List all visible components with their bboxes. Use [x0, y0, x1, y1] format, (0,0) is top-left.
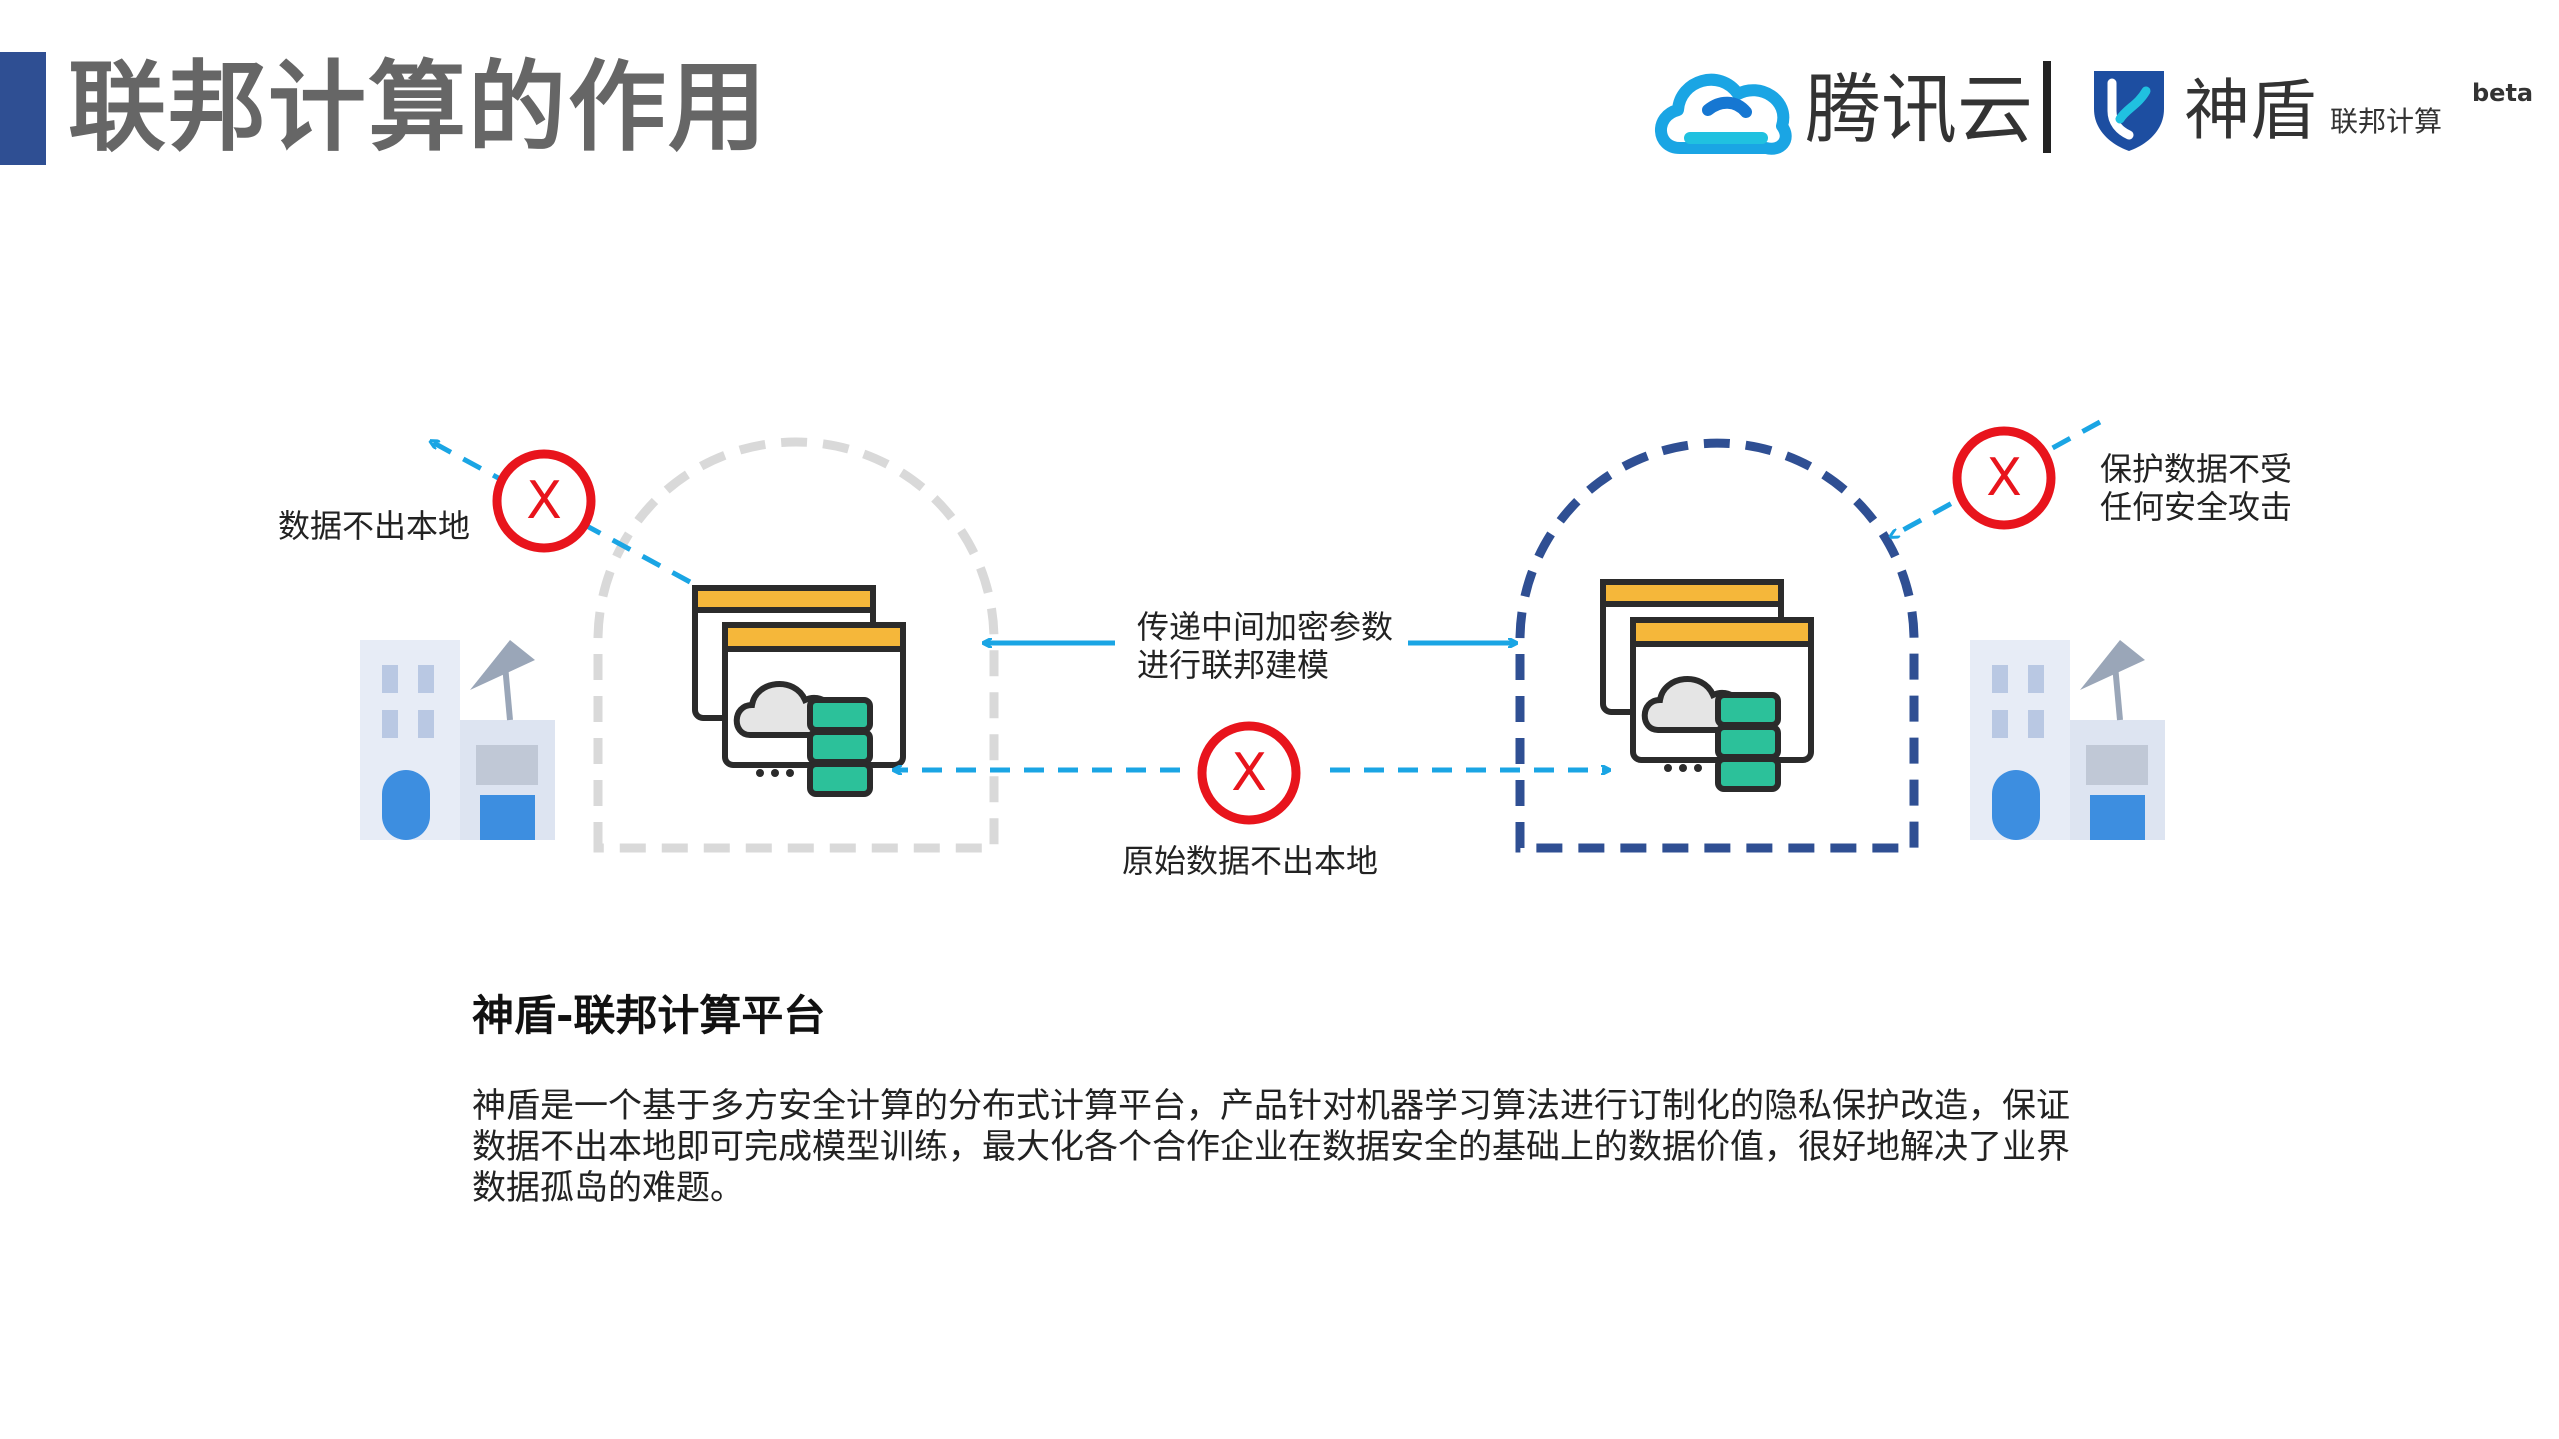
- label-data-stays-local: 数据不出本地: [278, 507, 471, 545]
- platform-description: 神盾是一个基于多方安全计算的分布式计算平台，产品针对机器学习算法进行订制化的隐私…: [472, 1086, 2070, 1208]
- brand-logo: 腾讯云 神盾 联邦计算 beta: [1650, 55, 2534, 165]
- logo-separator: [2043, 61, 2051, 153]
- left-building-icon: [360, 640, 555, 840]
- svg-text:X: X: [1986, 448, 2022, 508]
- label-protect-data: 保护数据不受 任何安全攻击: [2100, 450, 2292, 526]
- label-encrypted-params-line1: 传递中间加密参数: [1137, 608, 1394, 646]
- x-mark-left: X: [492, 449, 596, 553]
- federated-computing-text: 联邦计算: [2330, 105, 2443, 138]
- label-encrypted-params-line2: 进行联邦建模: [1137, 646, 1330, 684]
- right-data-server-icon: [1600, 579, 1814, 792]
- tencent-cloud-text: 腾讯云: [1805, 65, 2033, 154]
- beta-badge: beta: [2472, 79, 2534, 107]
- x-mark-middle: X: [1197, 721, 1301, 825]
- svg-text:X: X: [526, 471, 562, 531]
- x-mark-right: X: [1952, 426, 2056, 530]
- left-secure-tunnel: [593, 437, 999, 853]
- title-accent-bar: [0, 52, 46, 165]
- label-encrypted-params: 传递中间加密参数 进行联邦建模: [1137, 608, 1393, 684]
- right-secure-tunnel: [1515, 438, 1919, 853]
- shendun-text: 神盾: [2184, 72, 2316, 149]
- svg-text:X: X: [1231, 743, 1267, 803]
- shield-icon: [2094, 71, 2164, 151]
- label-protect-data-line2: 任何安全攻击: [2100, 488, 2293, 526]
- label-raw-data-local: 原始数据不出本地: [1122, 842, 1379, 880]
- page-title: 联邦计算的作用: [68, 51, 769, 165]
- label-protect-data-line1: 保护数据不受: [2100, 450, 2293, 488]
- right-building-icon: [1970, 640, 2165, 840]
- platform-heading: 神盾-联邦计算平台: [472, 991, 826, 1040]
- tencent-cloud-icon: [1655, 73, 1792, 155]
- left-data-server-icon: [692, 585, 906, 797]
